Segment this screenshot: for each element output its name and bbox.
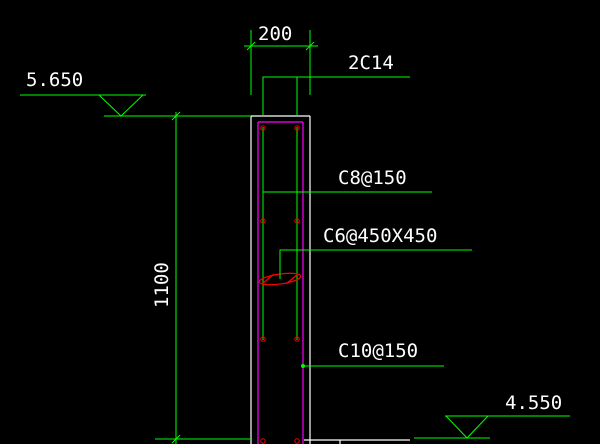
vertical-rebar-label: C8@150 bbox=[338, 167, 407, 189]
rebar-dot bbox=[294, 218, 300, 224]
elevation-top-text: 5.650 bbox=[26, 69, 83, 91]
elevation-marker-bottom bbox=[414, 415, 570, 439]
vertical-rebars bbox=[262, 127, 298, 340]
height-dimension bbox=[104, 111, 251, 444]
elevation-bottom-text: 4.550 bbox=[505, 392, 562, 414]
leader-dot bbox=[301, 364, 305, 368]
wall-outline bbox=[250, 115, 410, 444]
width-dimension-text: 200 bbox=[258, 23, 292, 45]
horizontal-rebar-label: C10@150 bbox=[338, 340, 418, 362]
rebar-dot bbox=[294, 125, 300, 131]
rebar-dots bbox=[260, 125, 300, 444]
top-bars-label: 2C14 bbox=[348, 52, 394, 74]
tie-hook bbox=[258, 272, 302, 286]
rebar-dot bbox=[260, 218, 266, 224]
stirrup-outline bbox=[257, 121, 304, 444]
rebar-dot bbox=[294, 336, 300, 342]
rebar-dot bbox=[260, 336, 266, 342]
rebar-dot bbox=[260, 125, 266, 131]
rebar-dot bbox=[260, 438, 266, 444]
height-dimension-text: 1100 bbox=[151, 262, 173, 308]
leader-lines bbox=[262, 76, 472, 367]
tie-label: C6@450X450 bbox=[323, 225, 437, 247]
elevation-marker-top bbox=[20, 94, 146, 117]
rebar-dot bbox=[294, 438, 300, 444]
width-dimension bbox=[244, 30, 318, 95]
